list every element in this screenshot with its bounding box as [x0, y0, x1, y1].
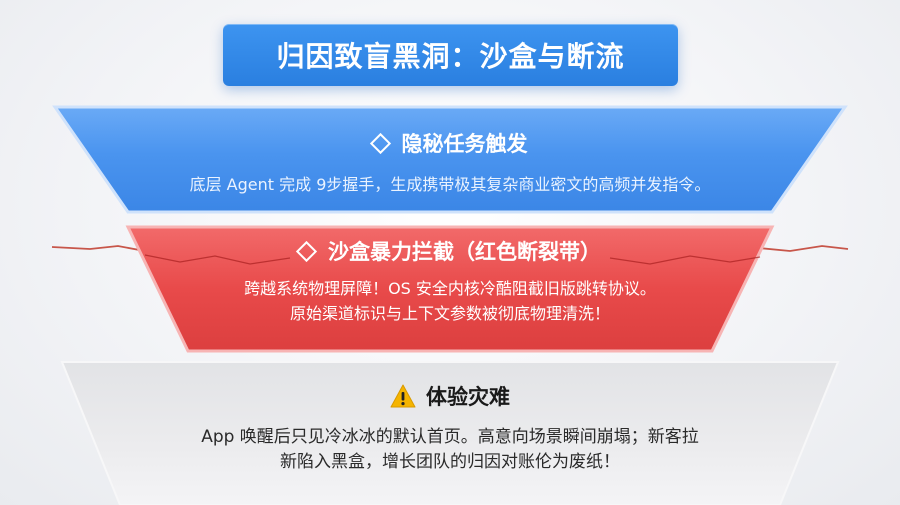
- layer-3-line-1: App 唤醒后只见冷冰冰的默认首页。高意向场景瞬间崩塌；新客拉: [201, 427, 699, 447]
- layer-3-line-2: 新陷入黑盒，增长团队的归因对账伦为废纸！: [280, 452, 620, 472]
- warning-icon: [390, 384, 416, 408]
- layer-2-line-1: 跨越系统物理屏障！OS 安全内核冷酷阻截旧版跳转协议。: [244, 279, 656, 298]
- diamond-icon: [295, 240, 318, 262]
- diagram-title: 归因致盲黑洞：沙盒与断流: [276, 40, 625, 73]
- title-banner: 归因致盲黑洞：沙盒与断流: [223, 24, 678, 86]
- diamond-icon: [369, 132, 391, 154]
- layer-1-heading-row: 隐秘任务触发: [0, 128, 900, 158]
- layer-2-heading: 沙盒暴力拦截（红色断裂带）: [328, 240, 601, 264]
- layer-1-text: 隐秘任务触发 底层 Agent 完成 9步握手，生成携带极其复杂商业密文的高频并…: [0, 128, 900, 197]
- layer-3-text: 体验灾难 App 唤醒后只见冷冰冰的默认首页。高意向场景瞬间崩塌；新客拉 新陷入…: [0, 381, 900, 475]
- layer-3-heading-row: 体验灾难: [0, 381, 900, 411]
- layer-1-shape: [52, 105, 848, 214]
- layer-2-text: 沙盒暴力拦截（红色断裂带） 跨越系统物理屏障！OS 安全内核冷酷阻截旧版跳转协议…: [0, 236, 900, 326]
- layer-2-line-2: 原始渠道标识与上下文参数被彻底物理清洗！: [289, 304, 610, 323]
- layer-2-heading-row: 沙盒暴力拦截（红色断裂带）: [0, 236, 900, 266]
- layer-3-heading: 体验灾难: [426, 385, 510, 409]
- red-band-cracks: [144, 254, 761, 265]
- layer-1-heading: 隐秘任务触发: [401, 132, 528, 156]
- layer-1-line-1: 底层 Agent 完成 9步握手，生成携带极其复杂商业密文的高频并发指令。: [189, 175, 711, 194]
- layer-3-shape: [60, 361, 840, 505]
